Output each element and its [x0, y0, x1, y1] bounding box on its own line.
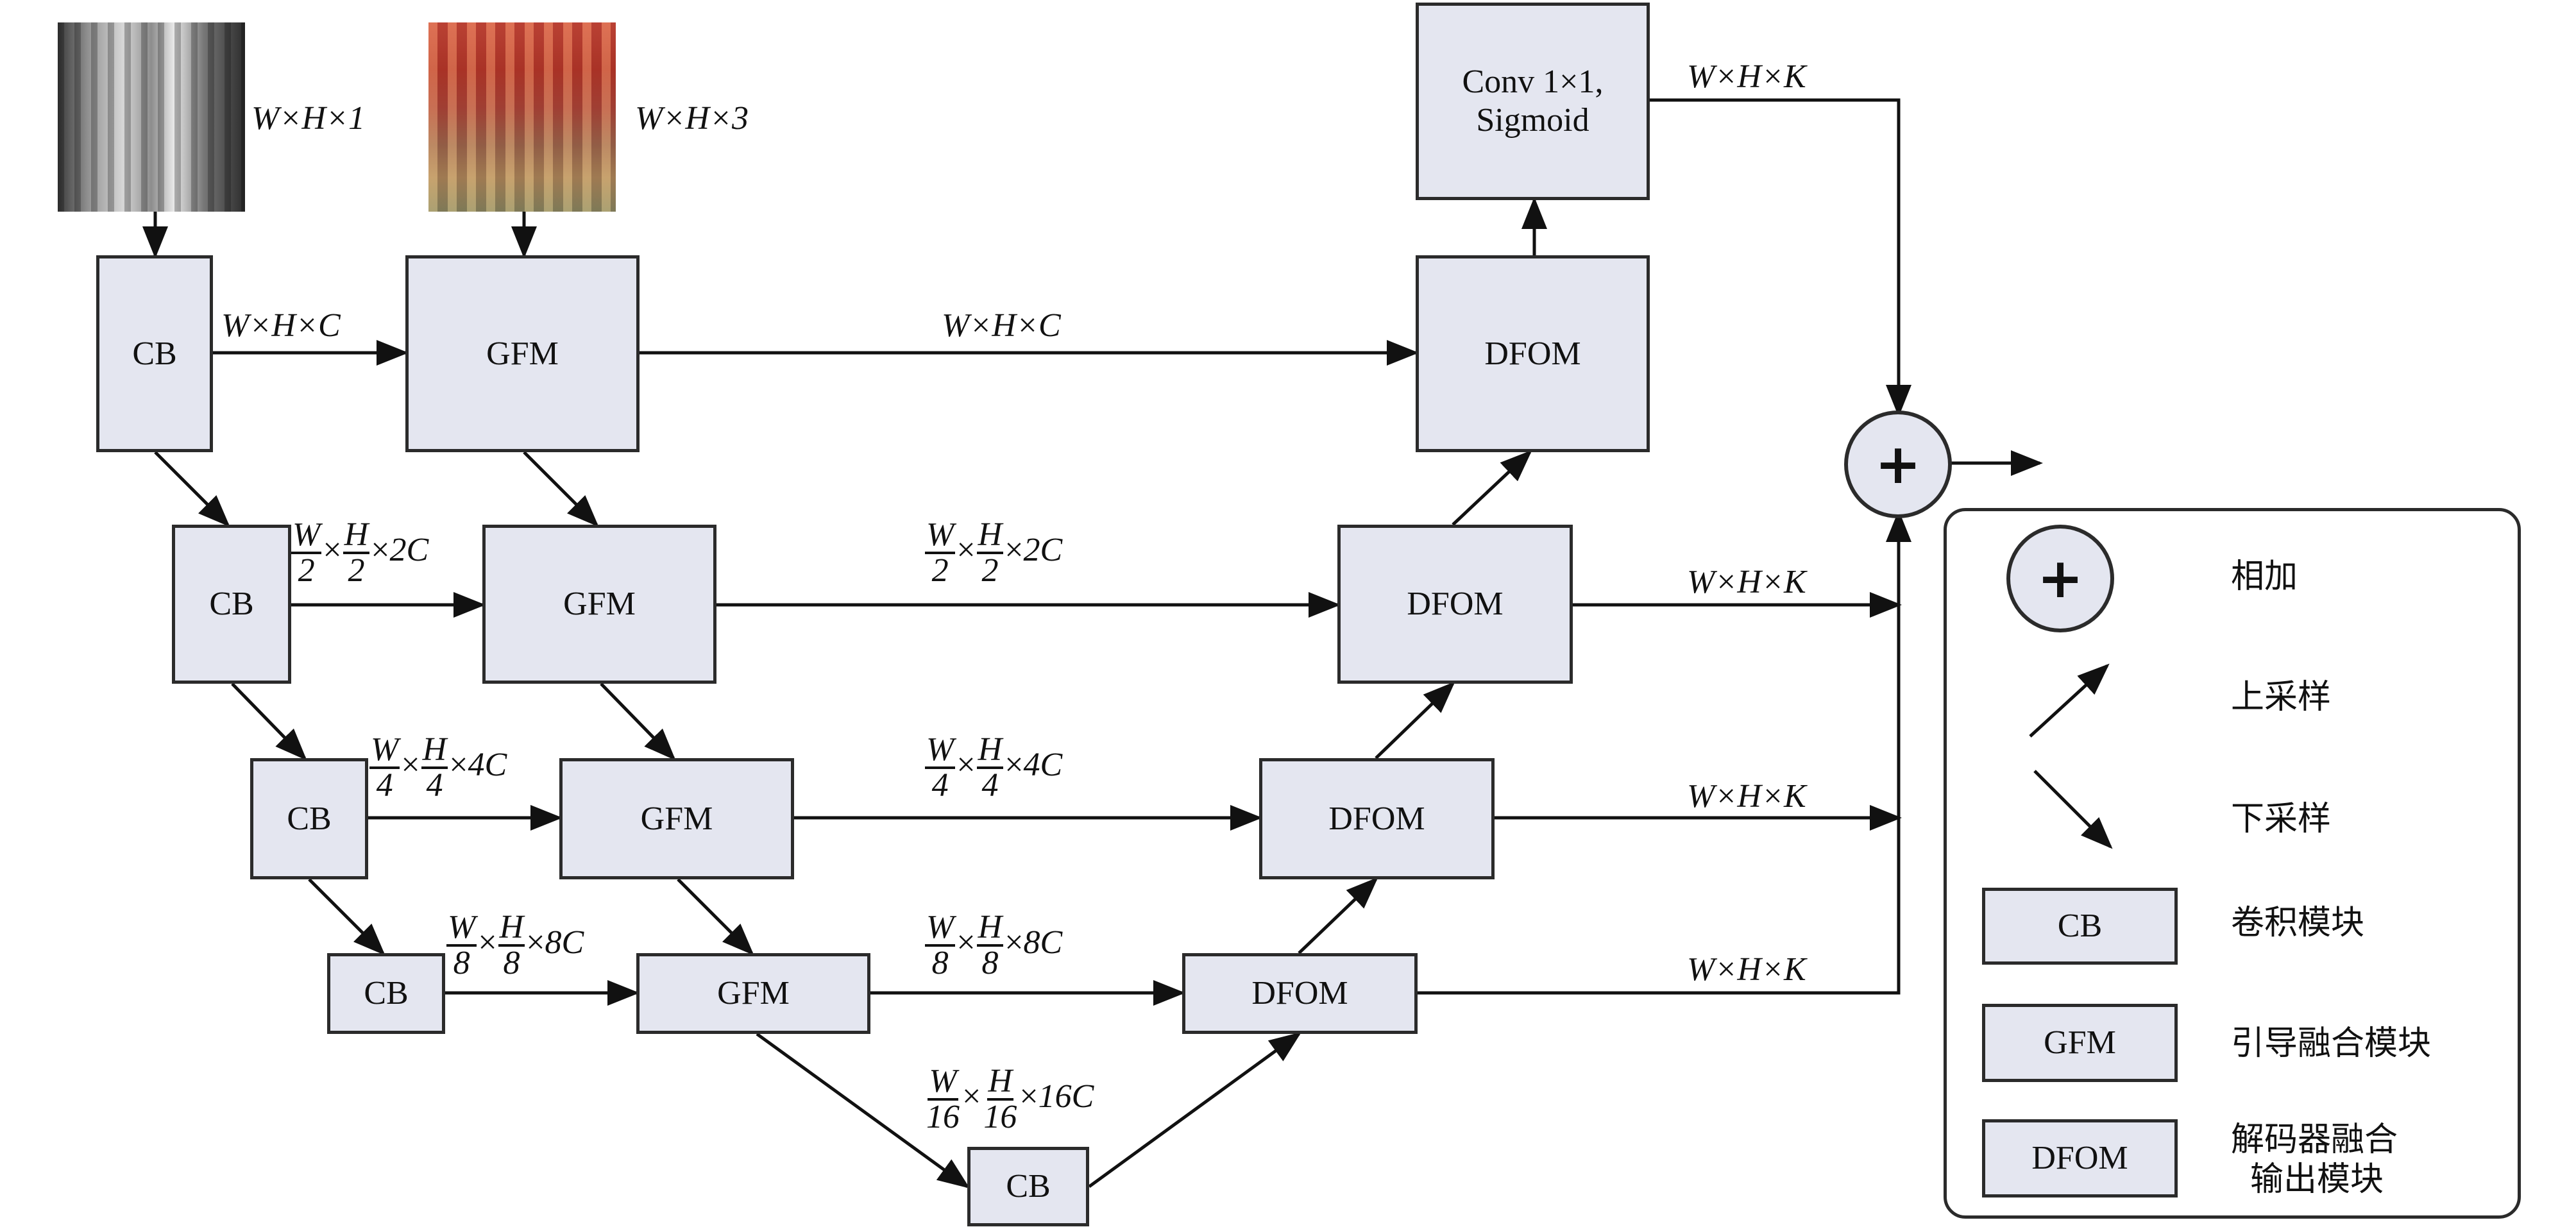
legend-add-label: 相加 [2231, 557, 2298, 596]
cb-block-3-label: CB [287, 800, 332, 837]
arrow-dfom3-to-dfom2 [1375, 681, 1455, 759]
cb-block-2: CB [172, 525, 291, 684]
sum-node: + [1844, 410, 1952, 518]
dim-label-conv-out: W×H×K [1687, 58, 1806, 95]
dim-label-dfom3-out: W×H×K [1687, 778, 1806, 815]
dfom-block-4: DFOM [1182, 953, 1418, 1034]
arrow-cb3-to-cb4 [308, 878, 386, 956]
legend-dfom-label-2: 输出模块 [2250, 1160, 2384, 1199]
arrow-cb5-to-dfom4 [1088, 1032, 1302, 1189]
cb-block-4-label: CB [364, 975, 409, 1012]
dfom-block-4-label: DFOM [1251, 975, 1348, 1012]
legend-dfom-label-1: 解码器融合 [2231, 1121, 2398, 1159]
legend-cb-box-label: CB [2057, 908, 2103, 945]
legend-downsample-arrow [2033, 770, 2113, 849]
conv-sigmoid-block: Conv 1×1, Sigmoid [1416, 3, 1650, 200]
arrow-dfom4-to-dfom3 [1298, 877, 1378, 954]
arrow-dfom2-to-dfom1 [1452, 450, 1532, 526]
conv-line-1: Conv 1×1, [1462, 63, 1604, 101]
arrow-cb1-to-cb2 [154, 451, 230, 527]
cb-block-3: CB [250, 758, 368, 879]
gfm-block-2-label: GFM [563, 586, 636, 623]
arrow-gfm4-to-cb5 [756, 1032, 970, 1189]
arrow-gfm2-to-gfm3 [600, 682, 676, 761]
dfom-block-3: DFOM [1259, 758, 1495, 879]
arrow-conv-to-sum [1650, 98, 1911, 417]
arrow-cb2-to-cb3 [231, 682, 307, 761]
cb-block-1-label: CB [132, 335, 177, 372]
dfom-block-3-label: DFOM [1328, 800, 1425, 837]
arrow-gfm1-to-gfm2 [523, 451, 599, 527]
arrow-gfm3-to-gfm4 [677, 878, 754, 956]
legend-cb-label: 卷积模块 [2231, 904, 2365, 942]
gfm-block-3: GFM [559, 758, 794, 879]
legend-plus-icon: + [2037, 546, 2084, 611]
conv-line-2: Sigmoid [1476, 102, 1589, 139]
legend-gfm-label: 引导融合模块 [2231, 1024, 2432, 1063]
dim-label-dfom2-out: W×H×K [1687, 564, 1806, 600]
legend-gfm-box-label: GFM [2044, 1024, 2116, 1062]
cb-block-4: CB [327, 953, 445, 1034]
cb-block-2-label: CB [209, 586, 254, 623]
gfm-block-1-label: GFM [486, 335, 559, 372]
arrow-dfom4-to-sum [1418, 510, 1911, 995]
legend-cb-box: CB [1982, 888, 2178, 965]
legend-up-label: 上采样 [2231, 678, 2332, 716]
legend-down-label: 下采样 [2231, 800, 2332, 838]
gfm-block-4-label: GFM [717, 975, 790, 1012]
legend-add-icon: + [2006, 525, 2114, 632]
dim-label-dfom4-out: W×H×K [1687, 951, 1806, 988]
cb-block-1: CB [96, 255, 213, 452]
sum-plus-icon: + [1874, 432, 1922, 496]
legend-gfm-box: GFM [1982, 1004, 2178, 1082]
gfm-block-4: GFM [636, 953, 870, 1034]
dfom-block-1: DFOM [1416, 255, 1650, 452]
legend-dfom-box: DFOM [1982, 1119, 2178, 1197]
legend-dfom-box-label: DFOM [2031, 1140, 2128, 1177]
gfm-block-1: GFM [405, 255, 640, 452]
legend-upsample-arrow [2029, 663, 2110, 738]
dfom-block-2: DFOM [1337, 525, 1573, 684]
legend-panel [1944, 508, 2521, 1219]
grayscale-input-image [58, 22, 245, 212]
gfm-block-2: GFM [482, 525, 716, 684]
dim-label-cb1-gfm1: W×H×C [221, 307, 341, 344]
cb-block-5-label: CB [1006, 1168, 1051, 1205]
color-input-image [428, 22, 616, 212]
gfm-block-3-label: GFM [640, 800, 713, 837]
gray-input-dim-label: W×H×1 [251, 100, 366, 137]
color-input-dim-label: W×H×3 [635, 100, 749, 137]
dfom-block-2-label: DFOM [1407, 586, 1504, 623]
dim-label-gfm1-dfom1: W×H×C [942, 307, 1061, 344]
dfom-block-1-label: DFOM [1484, 335, 1581, 372]
cb-block-5: CB [967, 1147, 1089, 1226]
